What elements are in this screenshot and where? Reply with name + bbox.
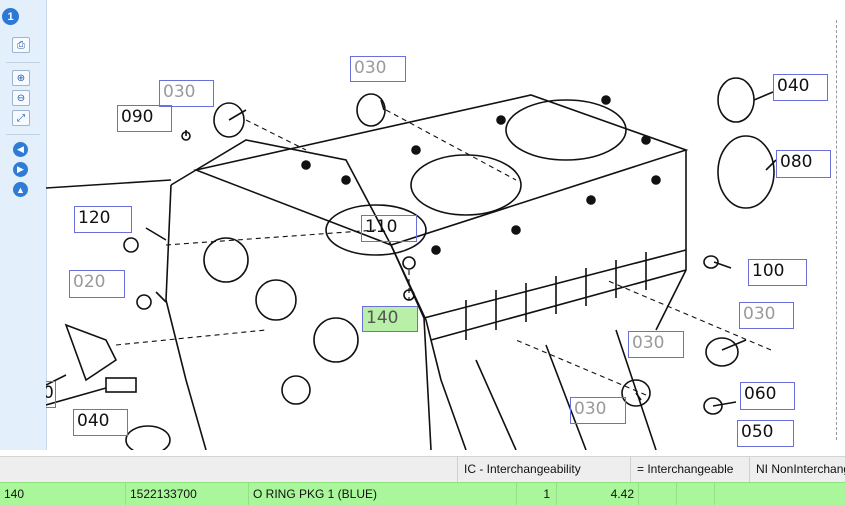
callout-030[interactable]: 030 bbox=[739, 302, 794, 329]
up-icon[interactable]: ▲ bbox=[13, 182, 28, 197]
callout-020[interactable]: 020 bbox=[69, 270, 125, 298]
cell-empty bbox=[677, 483, 715, 505]
engine-block-drawing bbox=[46, 77, 777, 450]
parts-diagram: 030 030 090 040 080 120 110 020 140 100 … bbox=[46, 0, 845, 450]
callout-040[interactable]: 040 bbox=[773, 74, 828, 101]
callout-030[interactable]: 030 bbox=[570, 397, 626, 424]
callout-030[interactable]: 030 bbox=[159, 80, 214, 107]
callout-110[interactable]: 110 bbox=[361, 215, 417, 242]
callout-partial[interactable]: 0 bbox=[46, 381, 56, 408]
border-dashed-line bbox=[836, 20, 837, 440]
cell-description: O RING PKG 1 (BLUE) bbox=[249, 483, 517, 505]
toolbar-divider bbox=[6, 134, 40, 135]
callout-050[interactable]: 050 bbox=[737, 420, 794, 447]
cell-ref-no: 140 bbox=[0, 483, 126, 505]
callout-120[interactable]: 120 bbox=[74, 206, 132, 233]
interchangeability-legend: IC - Interchangeability = Interchangeabl… bbox=[0, 456, 845, 482]
toolbar-divider bbox=[6, 62, 40, 63]
cell-part-number: 1522133700 bbox=[126, 483, 249, 505]
print-icon[interactable]: ⎙ bbox=[12, 37, 30, 53]
page-number-badge: 1 bbox=[2, 8, 19, 25]
cell-empty bbox=[715, 483, 845, 505]
back-icon[interactable]: ◀ bbox=[13, 142, 28, 157]
callout-030[interactable]: 030 bbox=[628, 331, 684, 358]
callout-140-selected[interactable]: 140 bbox=[362, 306, 418, 332]
callout-060[interactable]: 060 bbox=[740, 382, 795, 410]
zoom-out-icon[interactable]: ⊖ bbox=[12, 90, 30, 106]
callout-090[interactable]: 090 bbox=[117, 105, 172, 132]
zoom-in-icon[interactable]: ⊕ bbox=[12, 70, 30, 86]
cell-price: 4.42 bbox=[557, 483, 639, 505]
callout-030[interactable]: 030 bbox=[350, 56, 406, 82]
callout-080[interactable]: 080 bbox=[776, 150, 831, 178]
fit-icon[interactable]: ⤢ bbox=[12, 110, 30, 126]
cell-quantity: 1 bbox=[517, 483, 557, 505]
callout-100[interactable]: 100 bbox=[748, 259, 807, 286]
legend-interchangeable: = Interchangeable bbox=[630, 457, 747, 482]
callout-040[interactable]: 040 bbox=[73, 409, 128, 436]
table-row-selected[interactable]: 140 1522133700 O RING PKG 1 (BLUE) 1 4.4… bbox=[0, 482, 845, 505]
legend-ic: IC - Interchangeability bbox=[457, 457, 628, 482]
toolbar-sidebar: 1 ⎙ ⊕ ⊖ ⤢ ◀ ▶ ▲ bbox=[0, 0, 47, 450]
legend-noninterchangeable: NI NonInterchangeable bbox=[749, 457, 845, 482]
cell-empty bbox=[639, 483, 677, 505]
forward-icon[interactable]: ▶ bbox=[13, 162, 28, 177]
